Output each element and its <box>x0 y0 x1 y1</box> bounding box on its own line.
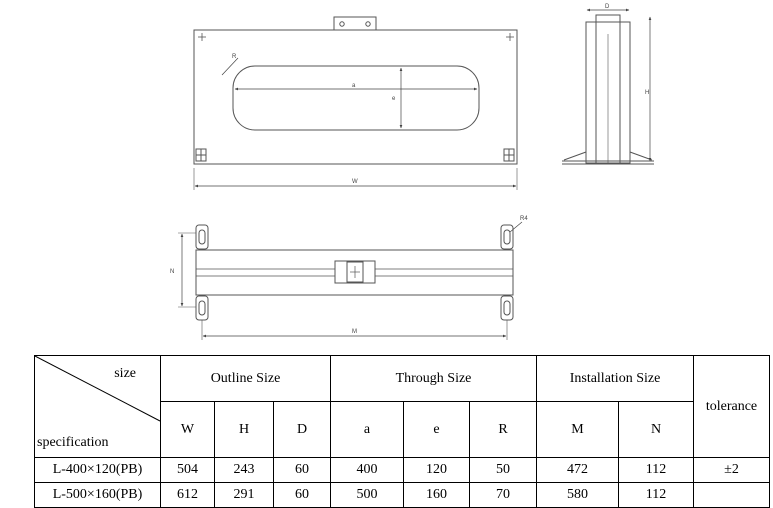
side-label-d: D <box>605 4 610 10</box>
corner-specification-label: specification <box>37 435 109 450</box>
corner-size-label: size <box>114 366 136 381</box>
front-label-r: R <box>232 54 237 60</box>
spec-cell: L-500×160(PB) <box>34 482 161 508</box>
value-cell: 70 <box>469 482 537 508</box>
group-installation-size: Installation Size <box>536 355 694 402</box>
front-through-hole <box>232 65 480 131</box>
top-label-m: M <box>352 329 357 335</box>
front-view <box>193 16 518 190</box>
value-cell: 400 <box>330 457 404 483</box>
value-cell: 60 <box>273 482 331 508</box>
tolerance-cell <box>693 482 770 508</box>
tolerance-cell: ±2 <box>693 457 770 483</box>
column-header: a <box>330 401 404 458</box>
side-view <box>562 8 654 165</box>
specification-table: size specification Outline Size Through … <box>34 355 770 508</box>
side-label-h: H <box>645 90 649 96</box>
column-header: H <box>214 401 274 458</box>
column-header: M <box>536 401 619 458</box>
column-header: N <box>618 401 694 458</box>
top-label-r4: R4 <box>520 216 528 222</box>
technical-drawing: a e R W D H <box>170 4 654 340</box>
value-cell: 472 <box>536 457 619 483</box>
column-header: W <box>160 401 215 458</box>
value-cell: 291 <box>214 482 274 508</box>
column-header: e <box>403 401 470 458</box>
table-row: L-500×160(PB) 612 291 60 500 160 70 580 … <box>34 482 770 508</box>
value-cell: 112 <box>618 457 694 483</box>
value-cell: 112 <box>618 482 694 508</box>
group-tolerance: tolerance <box>693 355 770 458</box>
spec-cell: L-400×120(PB) <box>34 457 161 483</box>
top-label-n: N <box>170 269 174 275</box>
value-cell: 500 <box>330 482 404 508</box>
value-cell: 243 <box>214 457 274 483</box>
table-row: L-400×120(PB) 504 243 60 400 120 50 472 … <box>34 457 770 483</box>
top-view <box>178 221 523 340</box>
front-body <box>193 29 518 165</box>
column-header: R <box>469 401 537 458</box>
value-cell: 504 <box>160 457 215 483</box>
value-cell: 120 <box>403 457 470 483</box>
value-cell: 160 <box>403 482 470 508</box>
group-outline-size: Outline Size <box>160 355 331 402</box>
table-corner-cell: size specification <box>34 355 161 458</box>
value-cell: 580 <box>536 482 619 508</box>
value-cell: 612 <box>160 482 215 508</box>
corner-diagonal <box>35 356 160 422</box>
value-cell: 50 <box>469 457 537 483</box>
front-label-w: W <box>352 179 358 185</box>
front-label-e: e <box>392 96 396 102</box>
group-through-size: Through Size <box>330 355 537 402</box>
front-label-a: a <box>352 83 356 89</box>
value-cell: 60 <box>273 457 331 483</box>
column-header: D <box>273 401 331 458</box>
